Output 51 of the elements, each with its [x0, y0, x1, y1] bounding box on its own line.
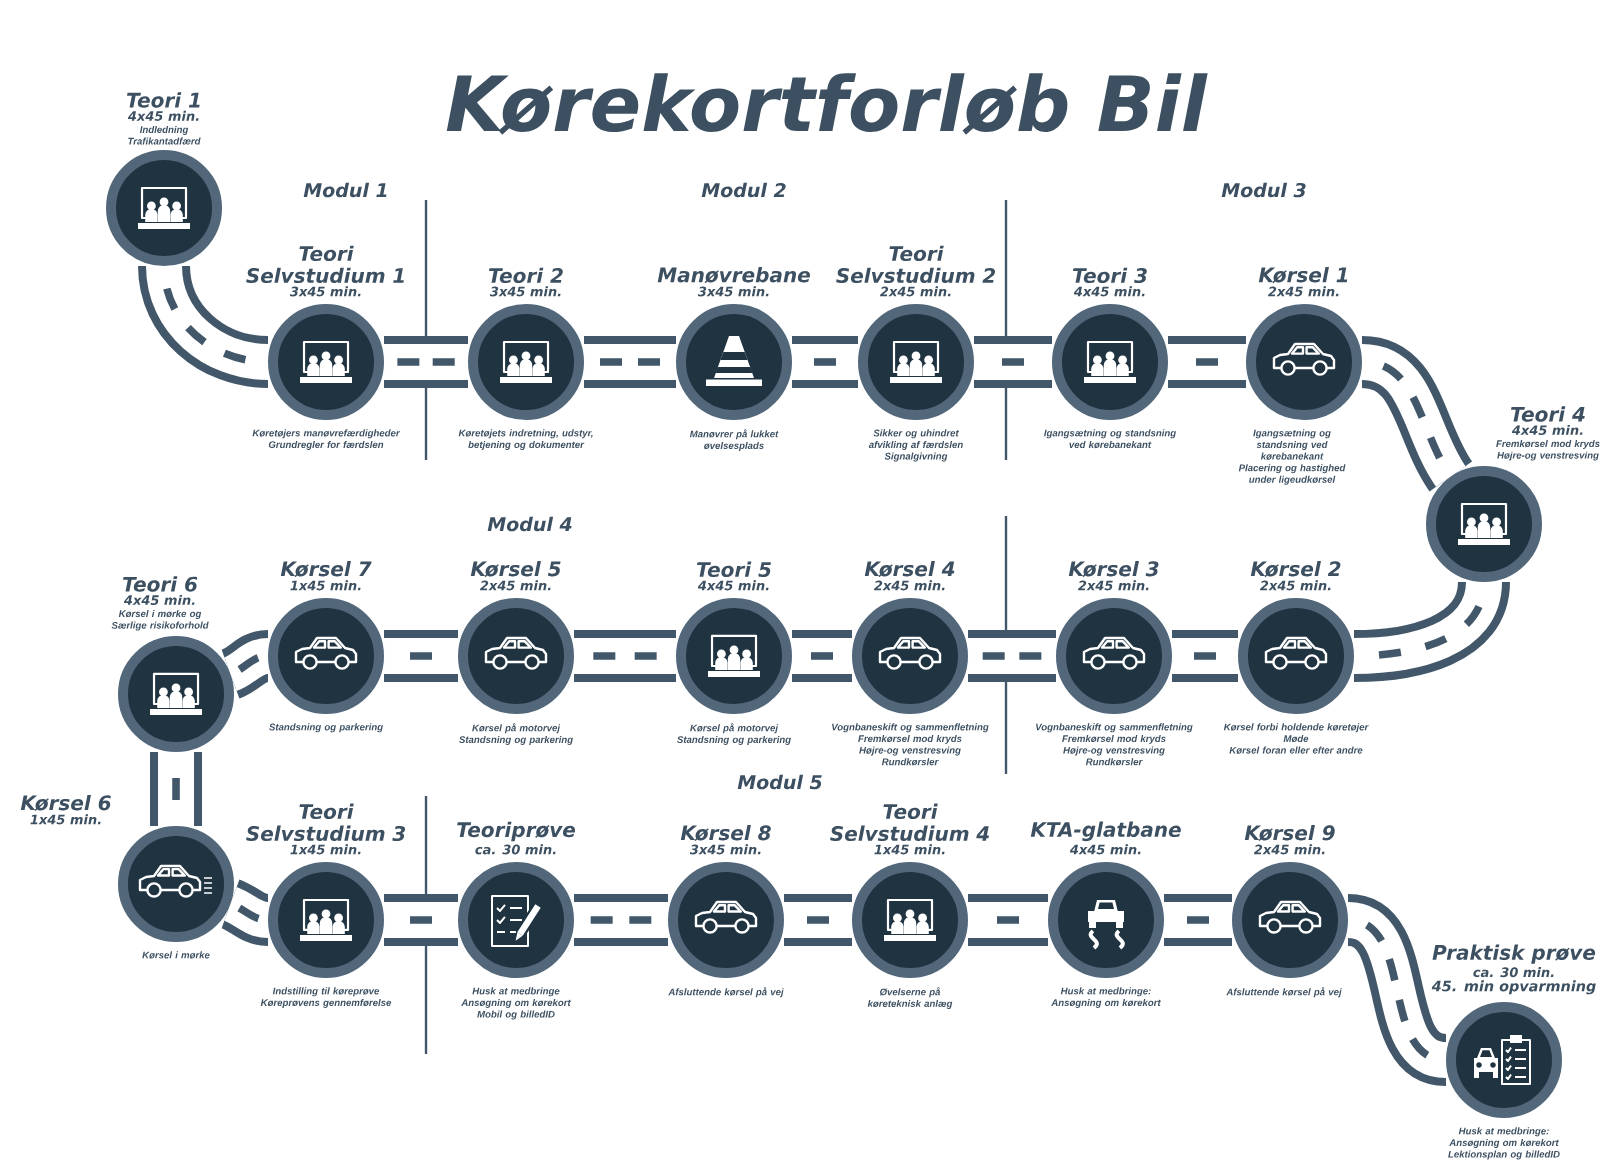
road — [384, 336, 468, 388]
step-title: Kørsel 1 — [1258, 266, 1348, 284]
road — [1359, 336, 1473, 491]
step-title: Kørsel 6 — [20, 794, 111, 812]
road — [792, 630, 852, 682]
road — [220, 630, 270, 699]
step-title: Kørsel 7 — [280, 560, 372, 578]
step-title: Kørsel 8 — [680, 824, 771, 842]
road — [1353, 579, 1510, 682]
step-title: Teori 5 — [697, 561, 771, 578]
step-title: Teori 6 — [123, 576, 198, 592]
road — [220, 879, 270, 946]
step-title: Kørsel 5 — [470, 560, 561, 578]
module-label: Modul 5 — [737, 774, 822, 790]
title: Kørekortforløb Bil — [446, 73, 1208, 135]
road — [1168, 336, 1246, 388]
step-title: Teoriprøve — [457, 821, 576, 842]
module-label: Modul 3 — [1221, 182, 1306, 198]
road — [574, 893, 668, 946]
road — [1343, 894, 1451, 1086]
road — [584, 336, 676, 388]
road — [974, 336, 1052, 388]
road — [138, 264, 270, 388]
step-title: Teori 1 — [127, 92, 200, 108]
step-title: Teori Selvstudium 4 — [830, 803, 989, 842]
road — [1164, 893, 1232, 946]
step-title: Teori Selvstudium 3 — [246, 803, 406, 842]
step-title: KTA-glatbane — [1030, 821, 1181, 842]
step-title: Kørsel 9 — [1244, 824, 1335, 842]
road — [150, 751, 202, 826]
step-title: Teori 4 — [1511, 406, 1585, 422]
road — [792, 336, 858, 388]
step-title: Kørsel 4 — [864, 560, 955, 578]
step-title: Kørsel 3 — [1068, 560, 1159, 578]
module-label: Modul 2 — [701, 182, 786, 198]
step-title: Teori Selvstudium 2 — [836, 245, 996, 284]
step-title: Teori 2 — [489, 267, 563, 284]
step-title: Teori Selvstudium 1 — [246, 245, 404, 284]
road — [968, 893, 1048, 946]
road — [384, 893, 458, 946]
road — [968, 630, 1056, 682]
step-title: Kørsel 2 — [1250, 560, 1341, 578]
step-title: Praktisk prøve — [1432, 944, 1596, 964]
module-label: Modul 4 — [487, 516, 572, 532]
road — [784, 893, 852, 946]
module-label: Modul 1 — [303, 182, 387, 198]
step-title: Teori 3 — [1073, 267, 1147, 284]
road — [384, 630, 458, 682]
road — [574, 630, 676, 682]
road — [1172, 630, 1238, 682]
step-title: Manøvrebane — [657, 266, 810, 284]
